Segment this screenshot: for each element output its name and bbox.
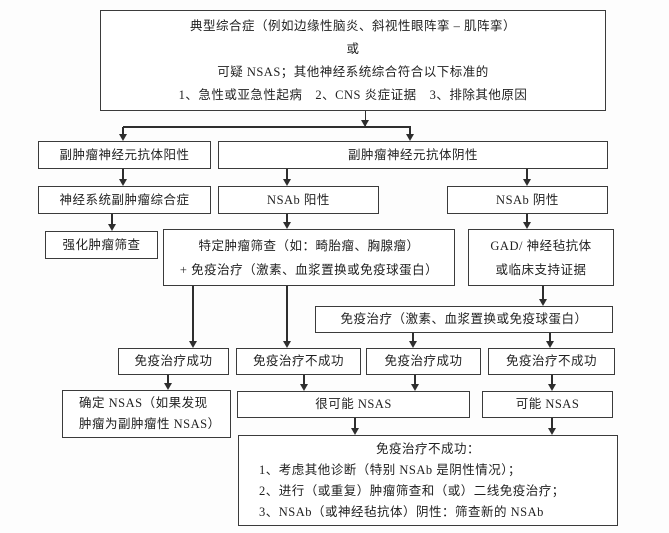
node-label: NSAb 阳性 — [267, 192, 330, 207]
node-definite-nsas: 确定 NSAS（如果发现 肿瘤为副肿瘤性 NSAS） — [62, 390, 231, 438]
down-arrowhead-icon — [164, 383, 172, 390]
node-nsab-negative: NSAb 阴性 — [447, 186, 608, 214]
node-line: 特定肿瘤筛查（如：畸胎瘤、胸腺瘤） — [198, 238, 420, 253]
node-line: 确定 NSAS（如果发现 — [79, 396, 208, 410]
edge-pnabneg-nsabneg-line — [526, 169, 528, 180]
node-gad-neuropil-antibody: GAD/ 神经毡抗体 或临床支持证据 — [468, 229, 614, 286]
node-typical-syndrome: 典型综合症（例如边缘性脑炎、斜视性眼阵挛 – 肌阵挛） 或 可疑 NSAS；其他… — [100, 10, 606, 111]
node-line: 可疑 NSAS；其他神经系统综合符合以下标准的 — [217, 64, 489, 79]
edge-pnabpos-nps-line — [122, 169, 124, 180]
edge-itsuccess2-probable-line — [414, 375, 416, 384]
node-line: 1、急性或亚急性起病 2、CNS 炎症证据 3、排除其他原因 — [178, 87, 528, 102]
down-arrowhead-icon — [523, 222, 531, 229]
edge-probable-bottom-line — [354, 418, 356, 428]
node-immunotherapy-unsuccessful-steps: 免疫治疗不成功： 1、考虑其他诊断（特别 NSAb 是阴性情况）； 2、进行（或… — [238, 435, 618, 526]
node-line: 2、进行（或重复）肿瘤筛查和（或）二线免疫治疗； — [259, 483, 565, 498]
down-arrowhead-icon — [108, 224, 116, 231]
edge-immuno-itsuccess2-line — [412, 333, 414, 341]
node-line: 典型综合症（例如边缘性脑炎、斜视性眼阵挛 – 肌阵挛） — [189, 18, 516, 33]
edge-immuno-itfail2-line — [549, 333, 551, 341]
node-label: 神经系统副肿瘤综合症 — [59, 192, 190, 207]
down-arrowhead-icon — [300, 384, 308, 391]
node-neuro-paraneoplastic-syndrome: 神经系统副肿瘤综合症 — [38, 186, 211, 214]
down-arrowhead-icon — [361, 120, 369, 127]
node-specific-tumor-screening-immunotherapy: 特定肿瘤筛查（如：畸胎瘤、胸腺瘤） + 免疫治疗（激素、血浆置换或免疫球蛋白） — [163, 229, 455, 286]
down-arrowhead-icon — [411, 384, 419, 391]
node-label: 可能 NSAS — [515, 397, 580, 411]
edge-specific-itfail1-line — [286, 286, 288, 341]
node-label: 副肿瘤神经元抗体阳性 — [59, 147, 190, 162]
down-arrowhead-icon — [189, 341, 197, 348]
node-label: 强化肿瘤筛查 — [62, 237, 141, 252]
node-label: 免疫治疗不成功 — [252, 354, 344, 368]
down-arrowhead-icon — [523, 179, 531, 186]
edge-itfail1-probable-line — [303, 375, 305, 384]
node-immunotherapy-failure-1: 免疫治疗不成功 — [236, 348, 361, 375]
edge-top-pnabpos-line — [122, 127, 124, 135]
edge-nsabpos-specific-line — [286, 214, 288, 223]
node-line: + 免疫治疗（激素、血浆置换或免疫球蛋白） — [179, 262, 439, 277]
edge-top-pnabneg-line — [409, 127, 411, 135]
edge-pnabneg-nsabpos-line — [286, 169, 288, 180]
node-probable-nsas: 很可能 NSAS — [237, 391, 470, 418]
node-immunotherapy: 免疫治疗（激素、血浆置换或免疫球蛋白） — [315, 306, 613, 333]
node-line: GAD/ 神经毡抗体 — [490, 238, 592, 253]
down-arrowhead-icon — [539, 299, 547, 306]
down-arrowhead-icon — [283, 222, 291, 229]
down-arrowhead-icon — [548, 428, 556, 435]
edge-itsuccess1-definite-line — [167, 375, 169, 383]
edge-itfail2-possible-line — [551, 375, 553, 384]
node-line: 3、NSAb（或神经毡抗体）阴性：筛查新的 NSAb — [259, 504, 544, 519]
down-arrowhead-icon — [119, 179, 127, 186]
node-line: 1、考虑其他诊断（特别 NSAb 是阴性情况）； — [259, 462, 522, 477]
edge-nsabneg-gad-line — [526, 214, 528, 223]
node-title: 免疫治疗不成功： — [375, 441, 480, 456]
edge-nps-enhanced-line — [111, 214, 113, 225]
edge-specific-itsuccess1-line — [192, 286, 194, 341]
node-label: 很可能 NSAS — [315, 397, 392, 411]
node-immunotherapy-success-1: 免疫治疗成功 — [118, 348, 229, 375]
node-line: 或临床支持证据 — [495, 262, 587, 277]
down-arrowhead-icon — [351, 428, 359, 435]
down-arrowhead-icon — [546, 341, 554, 348]
node-paraneoplastic-antibody-negative: 副肿瘤神经元抗体阴性 — [218, 141, 608, 169]
node-label: 免疫治疗成功 — [134, 354, 213, 368]
edge-gad-immuno-line — [542, 286, 544, 299]
down-arrowhead-icon — [119, 134, 127, 141]
node-nsab-positive: NSAb 阳性 — [218, 186, 379, 214]
down-arrowhead-icon — [548, 384, 556, 391]
node-immunotherapy-failure-2: 免疫治疗不成功 — [488, 348, 615, 375]
edge-top-stem-line — [364, 111, 367, 127]
node-label: 免疫治疗成功 — [384, 354, 463, 368]
down-arrowhead-icon — [409, 341, 417, 348]
down-arrowhead-icon — [283, 179, 291, 186]
node-paraneoplastic-antibody-positive: 副肿瘤神经元抗体阳性 — [38, 141, 211, 169]
edge-possible-bottom-line — [551, 418, 553, 428]
node-immunotherapy-success-2: 免疫治疗成功 — [366, 348, 481, 375]
down-arrowhead-icon — [406, 134, 414, 141]
node-label: 免疫治疗（激素、血浆置换或免疫球蛋白） — [340, 312, 588, 326]
node-possible-nsas: 可能 NSAS — [482, 391, 613, 418]
down-arrowhead-icon — [283, 341, 291, 348]
node-label: 副肿瘤神经元抗体阴性 — [347, 147, 478, 162]
edge-top-branch-line — [123, 126, 411, 128]
node-label: 免疫治疗不成功 — [505, 354, 597, 368]
node-line: 肿瘤为副肿瘤性 NSAS） — [79, 417, 221, 431]
node-enhanced-tumor-screening: 强化肿瘤筛查 — [45, 231, 158, 259]
node-label: NSAb 阴性 — [496, 192, 559, 207]
node-line: 或 — [346, 41, 360, 56]
